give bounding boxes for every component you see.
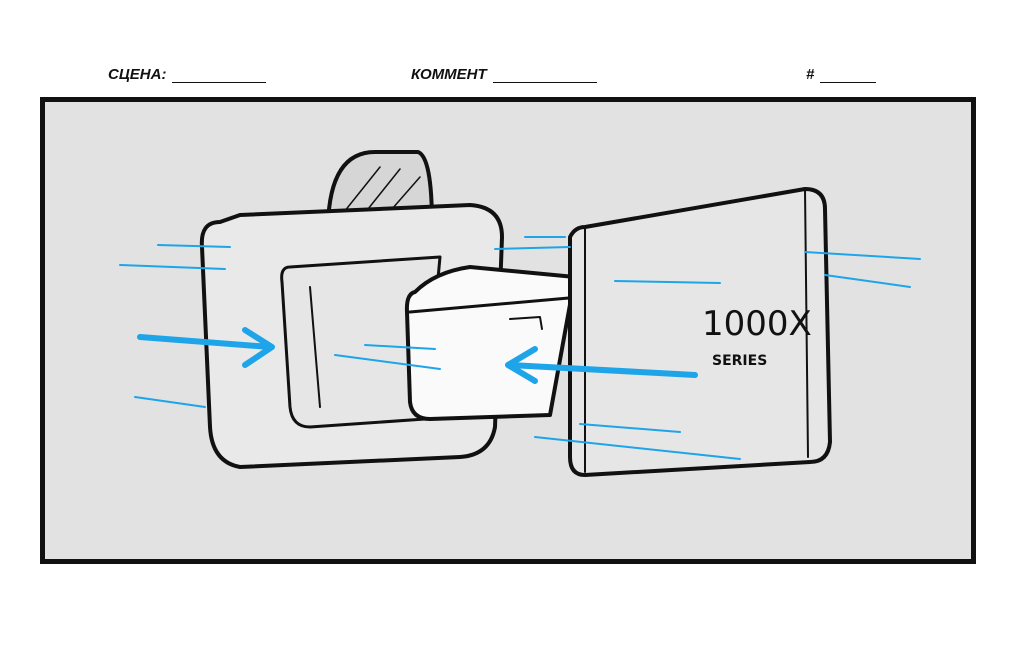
lens-box-shape — [404, 265, 582, 421]
product-label-logo: 1000X — [702, 304, 812, 344]
number-label: # — [806, 66, 815, 83]
sketch-illustration: 1000X SERIES — [40, 97, 976, 564]
arrow-right-icon — [137, 327, 275, 368]
storyboard-panel: 1000X SERIES — [40, 97, 976, 564]
number-blank — [820, 66, 877, 83]
scene-field: СЦЕНА: — [108, 66, 267, 83]
comment-blank — [492, 66, 597, 83]
scene-blank — [172, 66, 267, 83]
product-sublabel-logo: SERIES — [712, 353, 767, 369]
comment-label: КОММЕНТ — [411, 66, 487, 83]
comment-field: КОММЕНТ — [411, 66, 597, 83]
product-box-shape — [568, 187, 832, 477]
arrow-left-icon — [505, 346, 698, 384]
number-field: # — [806, 66, 877, 83]
motion-lines — [119, 236, 921, 460]
scene-label: СЦЕНА: — [108, 66, 167, 83]
